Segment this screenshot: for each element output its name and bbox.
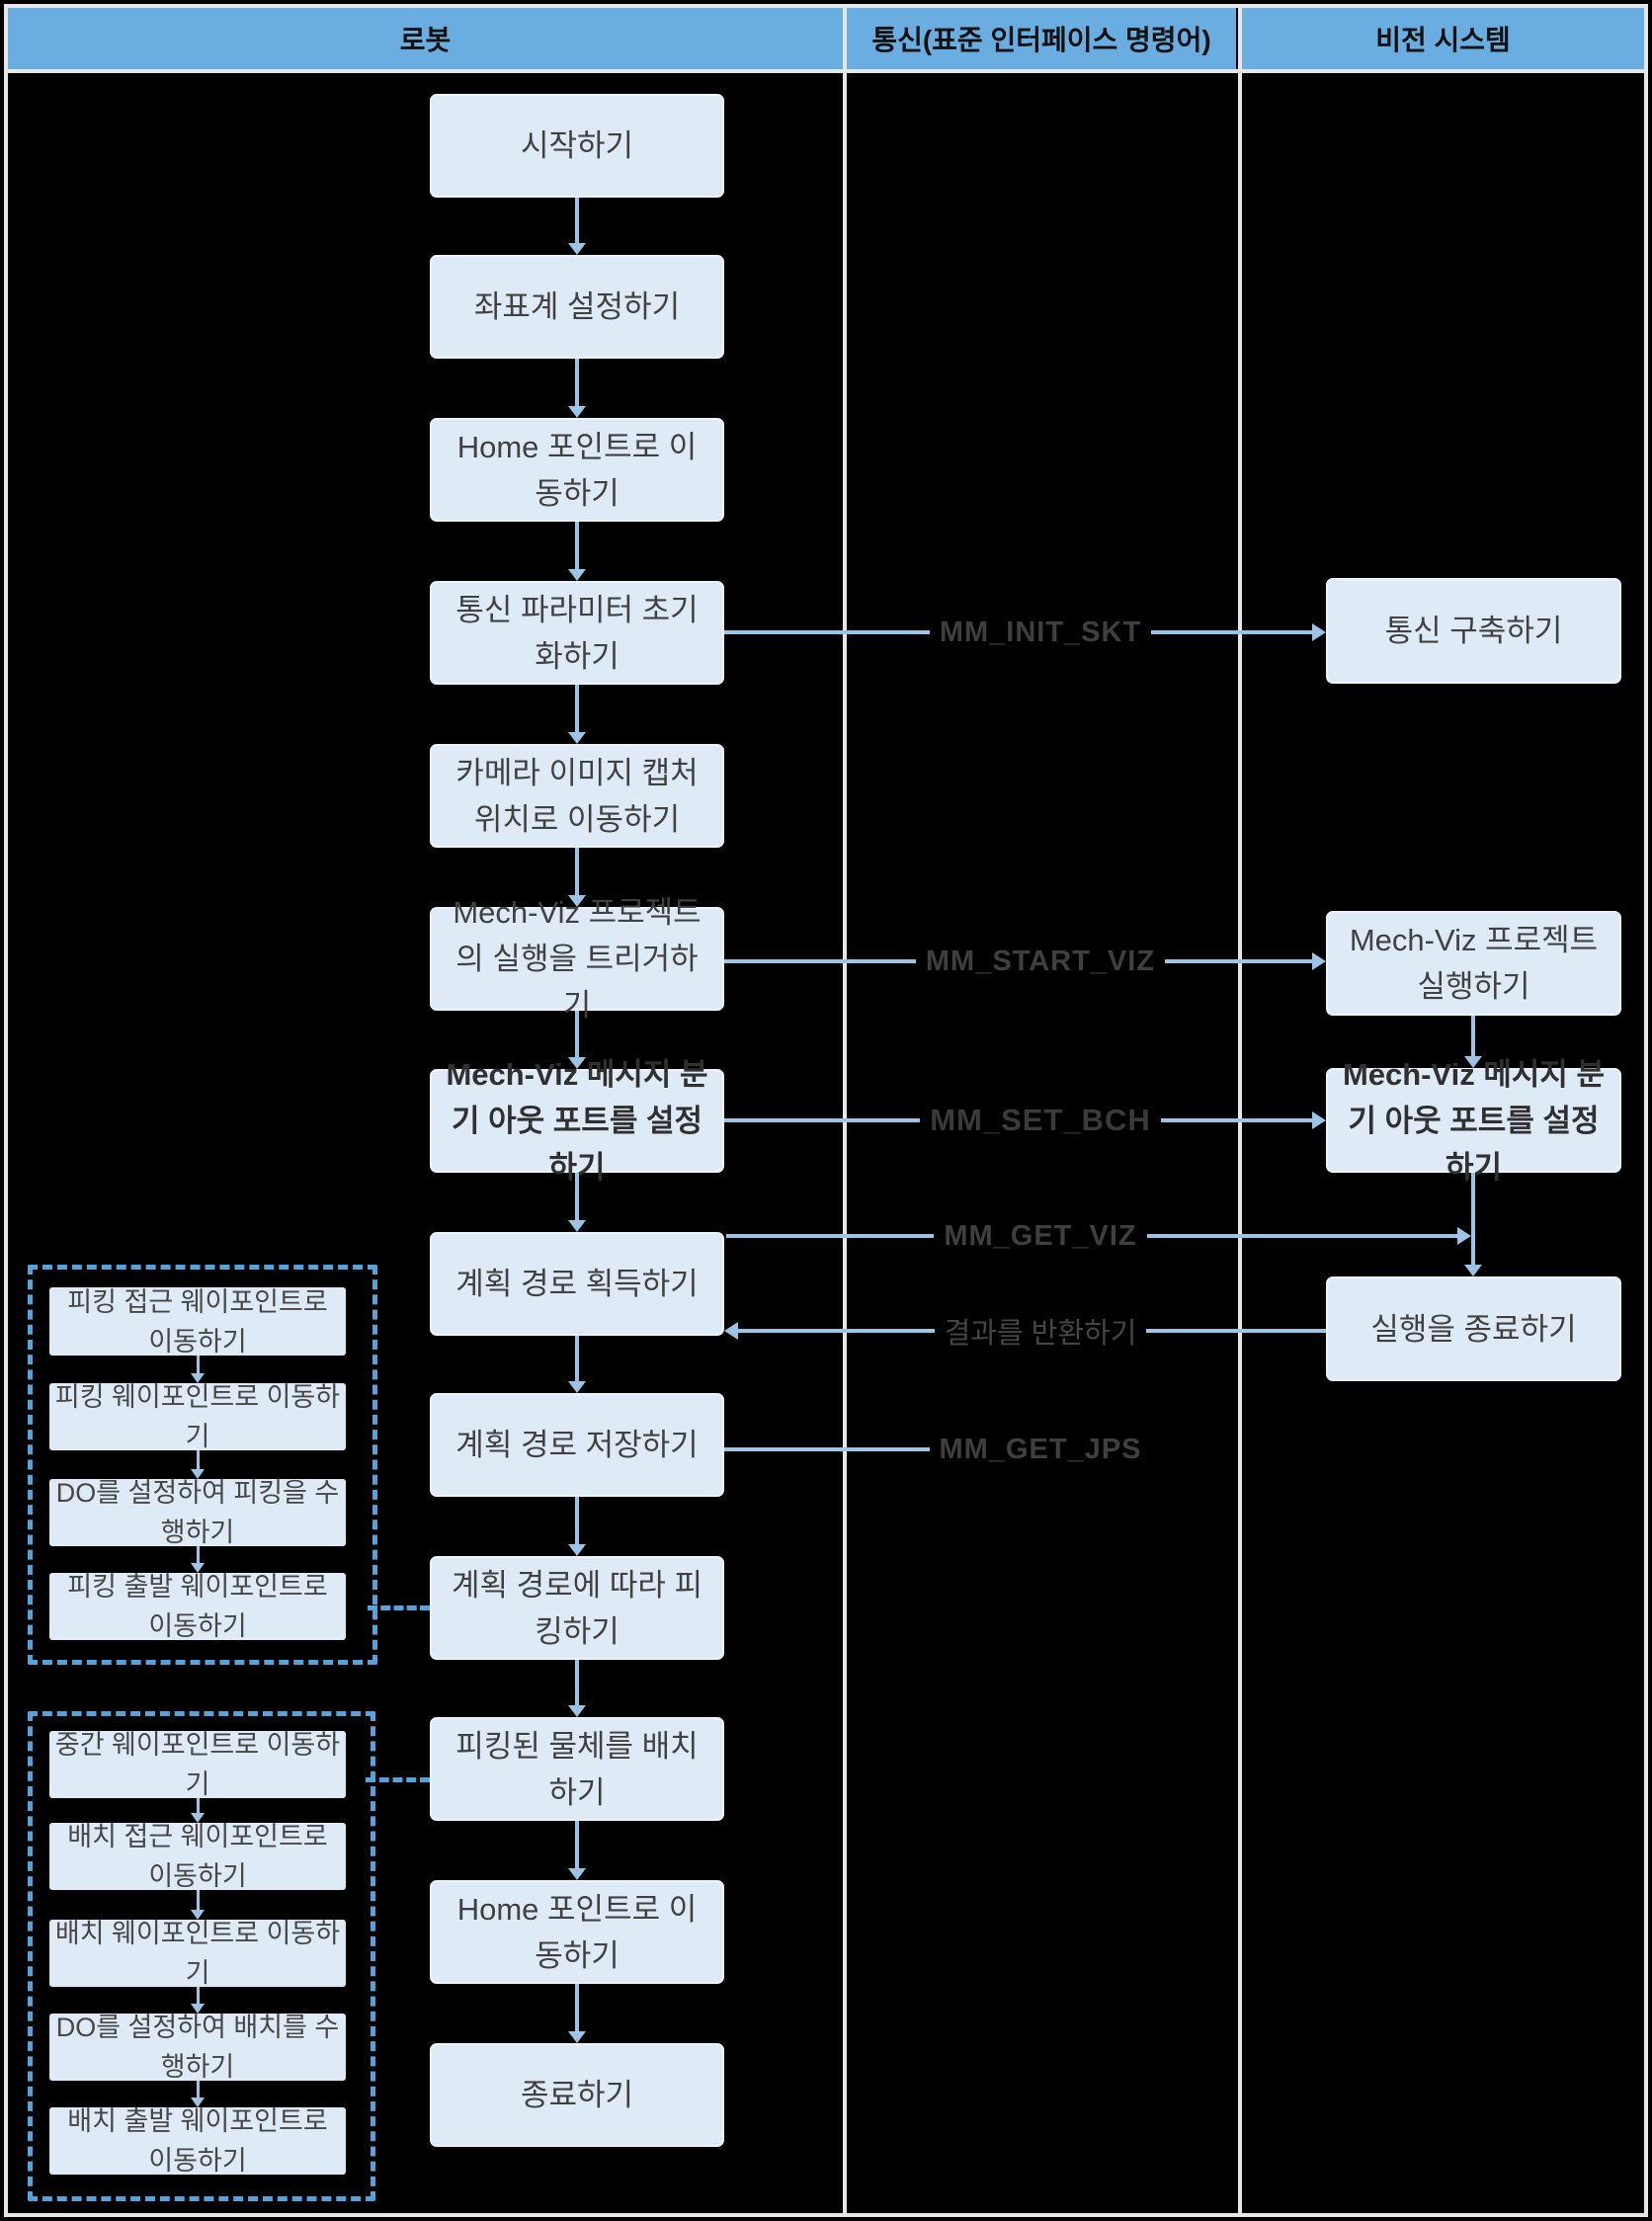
node-trigger-mechviz-project: Mech-Viz 프로젝트의 실행을 트리거하기 [430, 895, 724, 1023]
flow-arrow-icon [568, 1984, 586, 2043]
node-set-coordinate-system: 좌표계 설정하기 [430, 255, 724, 359]
node-end: 종료하기 [430, 2043, 724, 2147]
flow-arrow-icon [1464, 1016, 1482, 1068]
node-start: 시작하기 [430, 94, 724, 198]
line-mm-get-jps [724, 1447, 949, 1451]
header-vision-label: 비전 시스템 [1375, 25, 1511, 55]
node-move-home-point-2: Home 포인트로 이동하기 [430, 1880, 724, 1984]
picking-group-connector [368, 1605, 430, 1610]
comm-label-mm-set-bch: MM_SET_BCH [843, 1097, 1238, 1144]
picking-subroutine-group [28, 1265, 377, 1665]
placing-subroutine-group [28, 1711, 375, 2201]
flow-arrow-icon [191, 1798, 205, 1823]
node-move-place-departure-waypoint: 배치 출발 웨이포인트로 이동하기 [49, 2106, 346, 2176]
flow-arrow-icon [568, 685, 586, 744]
header-vision-column: 비전 시스템 [1242, 8, 1644, 69]
node-set-branch-out-port-vision: Mech-Viz 메시지 분기 아웃 포트를 설정하기 [1326, 1057, 1621, 1185]
flow-arrow-icon [1464, 1173, 1482, 1276]
node-move-home-point: Home 포인트로 이동하기 [430, 418, 724, 522]
flow-arrow-icon [568, 359, 586, 418]
node-set-do-perform-placing: DO를 설정하여 배치를 수행하기 [49, 2013, 346, 2082]
node-place-picked-object: 피킹된 물체를 배치하기 [430, 1717, 724, 1821]
flow-arrow-icon [568, 1660, 586, 1717]
node-run-mechviz-project: Mech-Viz 프로젝트 실행하기 [1326, 911, 1621, 1016]
flow-arrow-icon [568, 1821, 586, 1880]
node-pick-along-path: 계획 경로에 따라 피킹하기 [430, 1556, 724, 1660]
flow-arrow-icon [191, 1890, 205, 1920]
node-move-intermediate-waypoint: 중간 웨이포인트로 이동하기 [49, 1730, 346, 1799]
arrowhead-right-icon [1312, 952, 1326, 970]
node-set-branch-out-port-robot: Mech-Viz 메시지 분기 아웃 포트를 설정하기 [430, 1057, 724, 1185]
flow-arrow-icon [568, 522, 586, 581]
node-get-planned-path: 계획 경로 획득하기 [430, 1232, 724, 1336]
node-move-pick-departure-waypoint: 피킹 출발 웨이포인트로 이동하기 [49, 1572, 346, 1641]
node-move-pick-approach-waypoint: 피킹 접근 웨이포인트로 이동하기 [49, 1287, 346, 1357]
node-save-planned-path: 계획 경로 저장하기 [430, 1393, 724, 1497]
flow-arrow-icon [568, 1336, 586, 1393]
column-divider-1 [843, 8, 847, 2213]
outer-frame [4, 4, 1648, 2217]
comm-label-mm-start-viz: MM_START_VIZ [843, 938, 1238, 985]
node-move-place-approach-waypoint: 배치 접근 웨이포인트로 이동하기 [49, 1822, 346, 1891]
flow-arrow-icon [568, 198, 586, 255]
comm-label-return-result: 결과를 반환하기 [843, 1307, 1238, 1355]
node-end-execution: 실행을 종료하기 [1326, 1276, 1621, 1381]
header-comm-label: 통신(표준 인터페이스 명령어) [871, 25, 1211, 55]
flow-arrow-icon [191, 1546, 205, 1573]
flow-arrow-icon [568, 1011, 586, 1069]
column-divider-2 [1238, 8, 1242, 2213]
flow-arrow-icon [568, 1497, 586, 1556]
placing-group-connector [366, 1777, 430, 1782]
header-robot-label: 로봇 [399, 25, 452, 55]
arrowhead-left-icon [724, 1322, 738, 1340]
flow-arrow-icon [191, 2081, 205, 2107]
comm-label-mm-get-viz: MM_GET_VIZ [843, 1212, 1238, 1260]
node-move-capture-position: 카메라 이미지 캡처 위치로 이동하기 [430, 744, 724, 848]
flow-arrow-icon [191, 1356, 205, 1383]
flow-arrow-icon [191, 1987, 205, 2014]
node-move-pick-waypoint: 피킹 웨이포인트로 이동하기 [49, 1382, 346, 1451]
node-move-place-waypoint: 배치 웨이포인트로 이동하기 [49, 1919, 346, 1988]
arrowhead-right-icon [1457, 1227, 1471, 1245]
node-init-comm-params: 통신 파라미터 초기화하기 [430, 581, 724, 685]
comm-label-mm-get-jps: MM_GET_JPS [843, 1426, 1238, 1473]
node-establish-communication: 통신 구축하기 [1326, 578, 1621, 684]
node-set-do-perform-picking: DO를 설정하여 피킹을 수행하기 [49, 1478, 346, 1547]
arrowhead-right-icon [1312, 1111, 1326, 1129]
header-comm-column: 통신(표준 인터페이스 명령어) [847, 8, 1236, 69]
flow-arrow-icon [191, 1450, 205, 1479]
flow-arrow-icon [568, 848, 586, 907]
header-robot-column: 로봇 [8, 8, 843, 69]
header-divider [8, 69, 1644, 73]
flow-arrow-icon [568, 1173, 586, 1232]
arrowhead-right-icon [1312, 623, 1326, 641]
comm-label-mm-init-skt: MM_INIT_SKT [843, 609, 1238, 656]
